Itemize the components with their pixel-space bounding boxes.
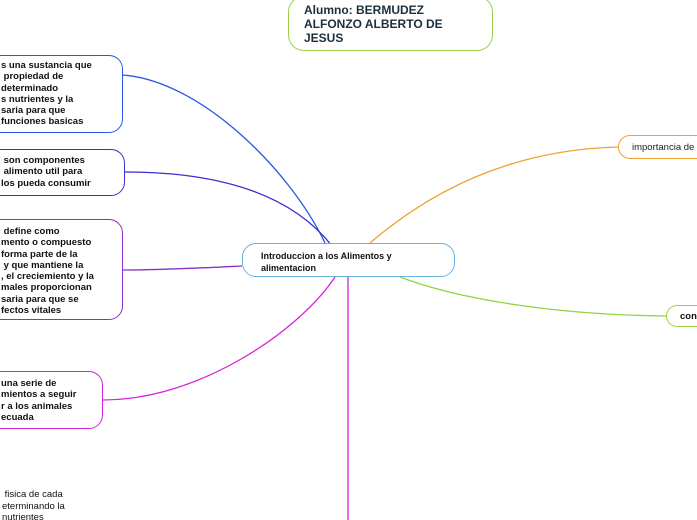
branch-node-definicion[interactable]: define como mento o compuesto forma part… (0, 219, 123, 320)
branch-node-text: importancia de (632, 142, 695, 153)
branch-node-sustancia[interactable]: s una sustancia que propiedad de determi… (0, 55, 123, 133)
title-node-text: Alumno: BERMUDEZ ALFONZO ALBERTO DE JESU… (304, 3, 443, 45)
link-indigo (124, 171, 333, 247)
branch-node-text: s una sustancia que propiedad de determi… (1, 60, 92, 128)
link-orange (369, 146, 619, 244)
branch-node-text: una serie de mientos a seguir r a los an… (1, 378, 77, 423)
branch-plain-text-fisica[interactable]: fisica de cada eterminando la nutrientes (2, 489, 65, 520)
branch-node-text: con (680, 311, 697, 322)
title-node[interactable]: Alumno: BERMUDEZ ALFONZO ALBERTO DE JESU… (288, 0, 493, 51)
branch-node-text: son componentes alimento util para los p… (1, 155, 91, 189)
link-magenta (102, 276, 336, 401)
branch-node-text: define como mento o compuesto forma part… (1, 226, 94, 317)
link-purple (122, 265, 243, 271)
link-green (399, 276, 667, 317)
branch-node-importancia[interactable]: importancia de (618, 135, 697, 159)
branch-node-componentes[interactable]: son componentes alimento util para los p… (0, 149, 125, 196)
central-topic-node[interactable]: Introduccion a los Alimentos y alimentac… (242, 243, 455, 277)
branch-node-con[interactable]: con (666, 305, 697, 327)
branch-node-procedimientos[interactable]: una serie de mientos a seguir r a los an… (0, 371, 103, 429)
central-topic-text: Introduccion a los Alimentos y alimentac… (261, 251, 392, 273)
link-blue (121, 74, 326, 244)
